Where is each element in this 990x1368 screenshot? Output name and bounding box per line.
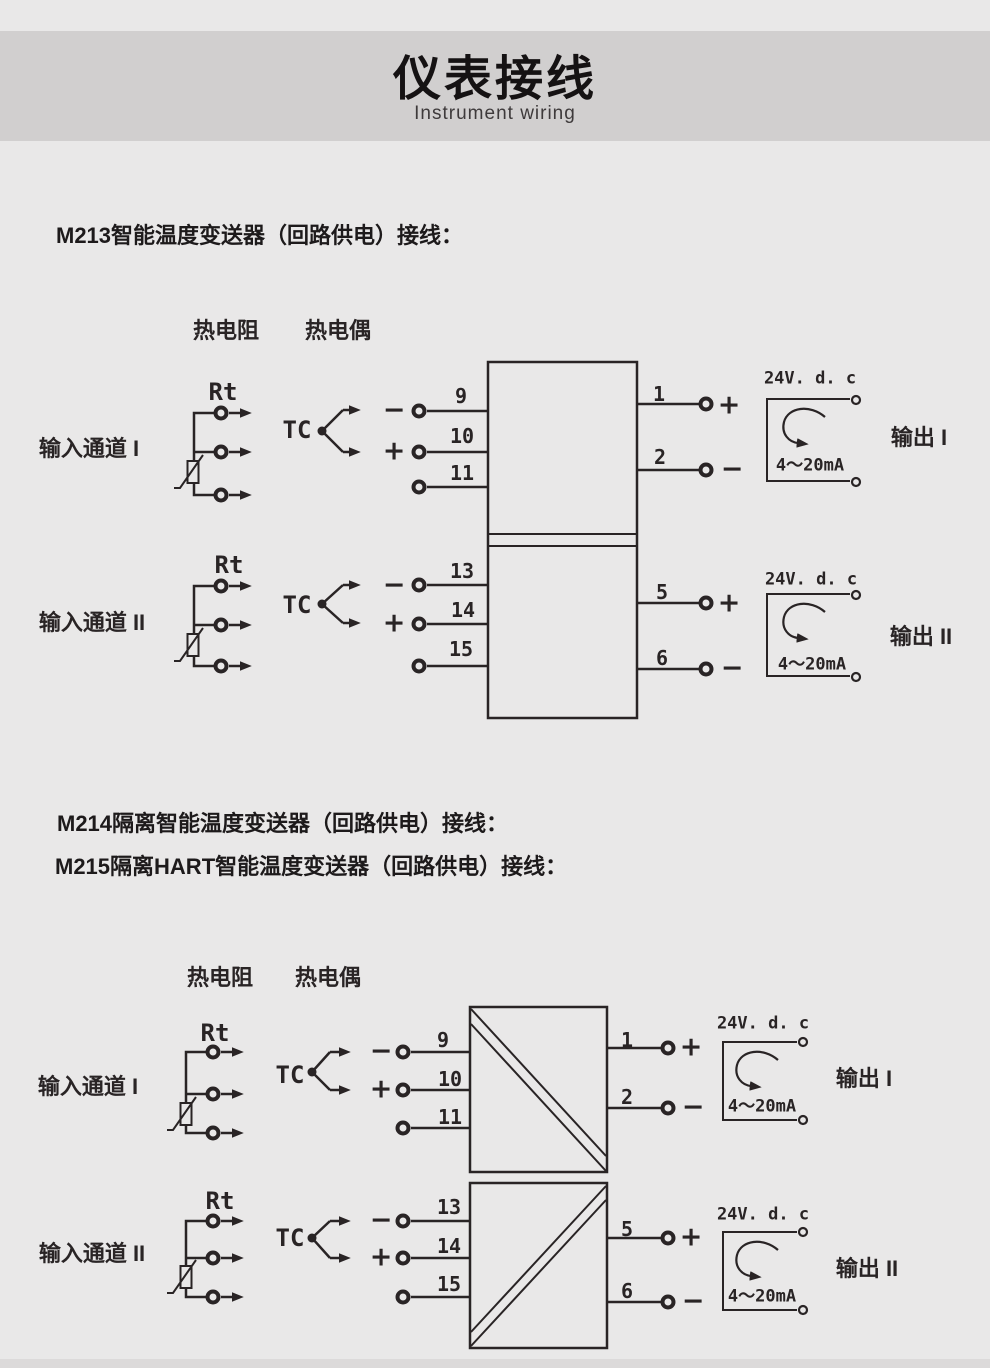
d2-ch1-plus: +: [369, 1073, 393, 1105]
d2-out1-label: 输出 I: [835, 1066, 893, 1091]
d2-out2-minus: −: [681, 1285, 705, 1317]
d2-power-loop-1: [722, 1036, 809, 1126]
d1-ch2-rt-label: Rt: [214, 551, 244, 579]
d1-out2-current: 4～20mA: [777, 654, 847, 675]
d2-out1-supply: 24V. d. c: [716, 1013, 810, 1034]
d1-ch1-tc-symbol: [317, 403, 488, 495]
d2-terminal-5: 5: [620, 1217, 634, 1241]
d2-ch2-label: 输入通道 II: [38, 1241, 146, 1266]
d2-terminal-1: 1: [620, 1028, 634, 1052]
d2-output-terminals: [607, 1040, 676, 1310]
d1-ch2-plus: +: [382, 607, 406, 639]
d1-ch1-minus: −: [382, 394, 406, 426]
d2-ch1-rtd-symbol: [166, 1044, 244, 1141]
d2-out2-label: 输出 II: [835, 1256, 899, 1281]
isolation-diagonal-bottom: [470, 1185, 607, 1347]
diagram2: [166, 1005, 809, 1350]
d1-terminal-13: 13: [449, 559, 475, 583]
d1-out2-plus: +: [717, 587, 741, 619]
d1-ch2-rtd-symbol: [173, 578, 252, 674]
d1-ch1-plus: +: [382, 435, 406, 467]
d1-terminal-9: 9: [454, 384, 468, 408]
d2-terminal-2: 2: [620, 1085, 634, 1109]
d1-out2-minus: −: [720, 652, 744, 684]
d1-terminal-6: 6: [655, 646, 669, 670]
d1-ch2-tc-label: TC: [282, 591, 312, 619]
d1-terminal-5: 5: [655, 580, 669, 604]
d2-ch2-tc-label: TC: [275, 1224, 305, 1252]
d1-terminal-10: 10: [449, 424, 475, 448]
d1-out1-minus: −: [720, 453, 744, 485]
d2-terminal-13: 13: [436, 1195, 462, 1219]
d1-tc-header: 热电偶: [304, 318, 372, 343]
d2-tc-header: 热电偶: [294, 965, 362, 990]
d1-terminal-15: 15: [448, 637, 474, 661]
d2-ch1-minus: −: [369, 1035, 393, 1067]
d2-out1-plus: +: [679, 1031, 703, 1063]
page-subtitle: Instrument wiring: [414, 103, 576, 124]
d1-transmitter-box: [486, 360, 639, 720]
d2-out2-plus: +: [679, 1221, 703, 1253]
d2-ch2-rt-label: Rt: [205, 1187, 235, 1215]
d1-power-loop-2: [766, 589, 862, 683]
d2-ch2-rtd-symbol: [166, 1213, 244, 1305]
d1-ch2-label: 输入通道 II: [38, 610, 146, 635]
d2-out2-supply: 24V. d. c: [716, 1204, 810, 1225]
d2-ch1-rt-label: Rt: [200, 1019, 230, 1047]
caption-m215: M215隔离HART智能温度变送器（回路供电）接线：: [55, 854, 568, 879]
d2-ch2-minus: −: [369, 1204, 393, 1236]
d1-power-loop-1: [766, 394, 862, 488]
d1-ch1-label: 输入通道 I: [38, 436, 140, 461]
d1-ch1-rt-label: Rt: [208, 378, 238, 406]
title-band: [0, 31, 990, 141]
d1-out1-label: 输出 I: [890, 425, 948, 450]
caption-m213: M213智能温度变送器（回路供电）接线：: [56, 223, 464, 248]
d1-terminal-14: 14: [450, 598, 476, 622]
diagram1: [173, 360, 862, 720]
d2-terminal-14: 14: [436, 1234, 462, 1258]
d2-ch2-plus: +: [369, 1241, 393, 1273]
d2-out2-current: 4～20mA: [727, 1286, 797, 1307]
d1-ch2-tc-symbol: [317, 577, 488, 674]
d2-terminal-9: 9: [436, 1028, 450, 1052]
d2-out1-minus: −: [681, 1091, 705, 1123]
d2-ch1-tc-symbol: [307, 1044, 470, 1136]
d2-out1-current: 4～20mA: [727, 1096, 797, 1117]
d2-power-loop-2: [722, 1226, 809, 1316]
d2-transmitter-box-bottom: [468, 1181, 609, 1350]
d2-terminal-11: 11: [437, 1105, 463, 1129]
d1-out1-supply: 24V. d. c: [763, 368, 857, 389]
d2-terminal-6: 6: [620, 1279, 634, 1303]
page-title: 仪表接线: [392, 53, 597, 106]
d1-out2-supply: 24V. d. c: [764, 569, 858, 590]
d2-ch1-tc-label: TC: [275, 1061, 305, 1089]
caption-m214: M214隔离智能温度变送器（回路供电）接线：: [57, 811, 509, 836]
d1-terminal-1: 1: [652, 382, 666, 406]
d2-transmitter-box-top: [468, 1005, 609, 1174]
isolation-diagonal-top: [470, 1008, 607, 1172]
d1-terminal-11: 11: [449, 461, 475, 485]
d1-ch1-tc-label: TC: [282, 416, 312, 444]
d2-rtd-header: 热电阻: [186, 965, 254, 990]
d2-terminal-15: 15: [436, 1272, 462, 1296]
d1-output-terminals: [637, 396, 714, 677]
d1-rtd-header: 热电阻: [192, 318, 260, 343]
d1-out1-plus: +: [717, 389, 741, 421]
d1-out2-label: 输出 II: [889, 624, 953, 649]
d2-ch1-label: 输入通道 I: [37, 1074, 139, 1099]
d2-terminal-10: 10: [437, 1067, 463, 1091]
d1-ch2-minus: −: [382, 569, 406, 601]
bottom-strip: [0, 1359, 990, 1368]
d1-ch1-rtd-symbol: [173, 405, 252, 503]
d2-ch2-tc-symbol: [307, 1213, 470, 1305]
d1-out1-current: 4～20mA: [775, 455, 845, 476]
d1-terminal-2: 2: [653, 445, 667, 469]
